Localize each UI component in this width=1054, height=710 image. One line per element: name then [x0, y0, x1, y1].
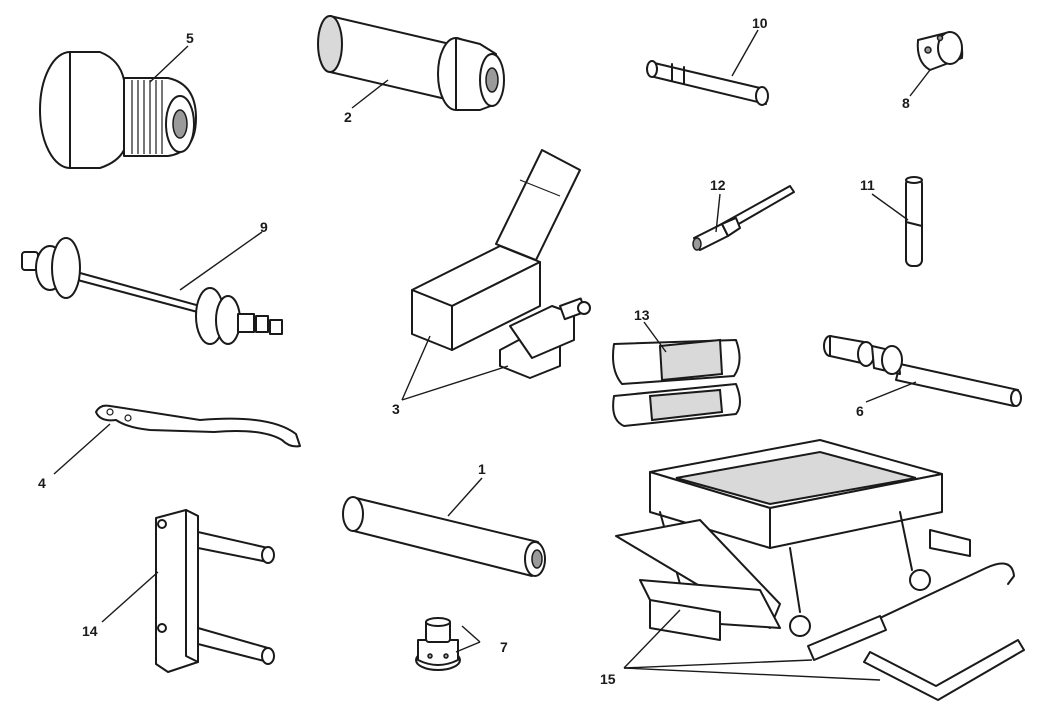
tool-6-stepped-rod	[823, 335, 1022, 407]
tool-7-plug	[415, 617, 461, 671]
callout-3: 3	[392, 401, 400, 417]
callout-8: 8	[902, 95, 910, 111]
callout-12: 12	[710, 177, 726, 193]
tool-8-collar	[916, 31, 964, 71]
callout-6: 6	[856, 403, 864, 419]
tool-10-pin	[646, 60, 769, 106]
callout-13: 13	[634, 307, 650, 323]
callout-11: 11	[860, 177, 875, 193]
callout-4: 4	[38, 475, 46, 491]
callout-5: 5	[186, 30, 194, 46]
tool-13-split-sleeve	[612, 338, 741, 427]
tool-12-rod	[692, 185, 795, 251]
tool-5-threaded-bushing	[39, 51, 197, 169]
tool-9-puller	[21, 237, 283, 345]
callout-labels: 5 2 10 8 9 3 12 11 13 6 4 1 14 7 15	[38, 15, 910, 687]
callout-9: 9	[260, 219, 268, 235]
callout-10: 10	[752, 15, 768, 31]
tool-1-bar	[342, 496, 546, 577]
leader-lines	[53, 29, 931, 681]
callout-15: 15	[600, 671, 616, 687]
callout-1: 1	[478, 461, 486, 477]
callout-2: 2	[344, 109, 352, 125]
tool-14-plate-rods	[155, 509, 275, 673]
callout-7: 7	[500, 639, 508, 655]
tool-3-box	[411, 149, 591, 379]
tool-4-hook-wrench	[95, 404, 301, 448]
tool-15-lift-stand	[615, 439, 1025, 701]
tool-2-drift	[317, 15, 505, 111]
tool-11-split-pin	[905, 176, 923, 267]
callout-14: 14	[82, 623, 98, 639]
